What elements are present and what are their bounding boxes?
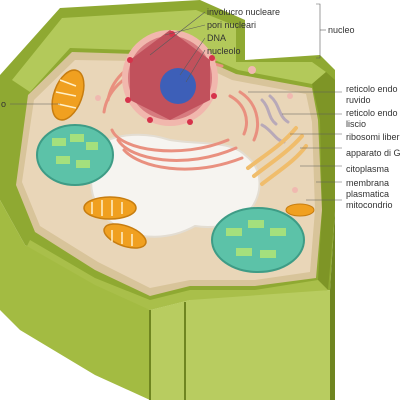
label-nucleo: nucleo (328, 25, 355, 35)
label-nucleolo: nucleolo (207, 46, 241, 56)
label-left-cut: o (1, 99, 6, 109)
chloroplast-1 (36, 124, 114, 186)
label-mitocondrio: mitocondrio (346, 200, 393, 210)
vesicles (95, 66, 298, 193)
mitochondrion-3 (103, 223, 147, 249)
nuclear-pores (125, 31, 217, 125)
golgi-apparatus (246, 126, 308, 186)
label-rer-line2: ruvido (346, 95, 371, 105)
cell-wall-lower-side (330, 210, 335, 400)
mitochondrion-2 (83, 196, 137, 220)
label-involucro-nucleare: involucro nucleare (207, 7, 280, 17)
cell-wall-lower-slab (0, 200, 150, 400)
label-ser-line1: reticolo endo (346, 108, 398, 118)
label-rer-line1: reticolo endo (346, 84, 398, 94)
label-membrana-line2: plasmatica (346, 189, 389, 199)
label-ribosomi: ribosomi liber (346, 132, 400, 142)
mitochondrion-4 (285, 203, 315, 217)
label-membrana-line1: membrana (346, 178, 389, 188)
nucleolus-shape (160, 68, 196, 104)
cell-wall-lower-slab-front (150, 290, 335, 400)
chloroplast-2 (211, 207, 305, 273)
mitochondrion-1 (51, 69, 85, 121)
leader-lines (10, 3, 342, 201)
label-golgi: apparato di G (346, 148, 400, 158)
label-ser-line2: liscio (346, 119, 366, 129)
label-citoplasma: citoplasma (346, 164, 389, 174)
label-dna: DNA (207, 33, 226, 43)
cell-wall-bottom (25, 240, 328, 310)
label-pori-nucleari: pori nucleari (207, 20, 256, 30)
cell-wall-right-face (312, 72, 335, 290)
